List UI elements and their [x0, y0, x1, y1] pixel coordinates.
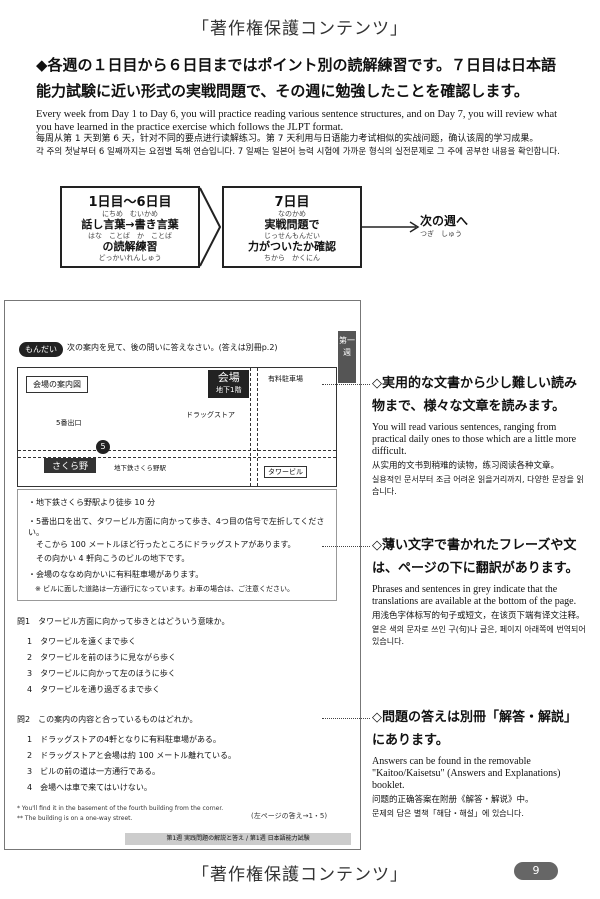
intro-english: Every week from Day 1 to Day 6, you will… [36, 109, 558, 133]
week-side-tab: 第一週 [338, 331, 356, 383]
sample-page-image: 第一週 もんだい 次の案内を見て、後の問いに答えなさい。(答えは別冊p.2) 会… [4, 300, 361, 850]
notice-line: ・会場のななめ向かいに有料駐車場があります。 [28, 570, 204, 579]
flow-box-1-line2-ruby: どっかいれんしゅう [98, 254, 162, 262]
map-cross-road [250, 368, 258, 486]
map-venue-label: 会場 [217, 371, 240, 384]
footnote-line: * You'll find it in the basement of the … [17, 805, 224, 812]
flow-box-2-days-ruby: なのかめ [278, 210, 306, 218]
callout-japanese: ◇実用的な文書から少し難しい読み物まで、様々な文章を読みます。 [372, 376, 577, 414]
callout-japanese: ◇問題の答えは別冊「解答・解説」にあります。 [372, 710, 577, 748]
map-drugstore: ドラッグストア [186, 411, 235, 419]
callout-chinese: 用浅色字体标写的句子或短文，在该页下端有译文注释。 [372, 611, 585, 621]
flow-box-1-line2: の読解練習 [102, 240, 158, 253]
flow-box-2-line2: 力がついたか確認 [248, 240, 336, 253]
callout-leader-line [322, 384, 370, 385]
question-2-option: 1 ドラッグストアの4軒となりに有料駐車場がある。 [27, 735, 221, 744]
footnote-line: ** The building is on a one-way street. [17, 815, 133, 822]
flow-chevron-icon [200, 187, 222, 267]
map-exit-5: 5番出口 [56, 419, 82, 427]
callout-various-texts: ◇実用的な文書から少し難しい読み物まで、様々な文章を読みます。 You will… [372, 372, 587, 498]
callout-leader-line [322, 546, 370, 547]
question-1-option: 4 タワービルを通り過ぎるまで歩く [27, 685, 161, 694]
notice-line: ・地下鉄さくら野駅より徒歩 10 分 [28, 498, 156, 507]
flow-box-2-days: 7日目 [274, 195, 310, 210]
map-title: 会場の案内図 [26, 376, 88, 393]
flow-box-1-line1: 話し言葉→書き言葉 [81, 218, 179, 231]
question-1-option: 1 タワービルを遠くまで歩く [27, 637, 137, 646]
map-parking: 有料駐車場 [268, 375, 303, 383]
question-1-option: 3 タワービルに向かって左のほうに歩く [27, 669, 176, 678]
map-main-road [18, 450, 336, 458]
question-1-option: 2 タワービルを前のほうに見ながら歩く [27, 653, 177, 662]
intro-japanese: ◆各週の１日目から６日目まではポイント別の読解練習です。７日目は日本語能力試験に… [36, 56, 557, 100]
callout-chinese: 从实用的文书到稍难的读物，练习阅读各种文章。 [372, 461, 560, 471]
question-2-stem: 問2 この案内の内容と合っているものはどれか。 [17, 715, 198, 724]
flow-box-2-line1: 実戦問題で [264, 218, 320, 231]
flow-next-week: 次の週へ つぎ しゅう [420, 212, 468, 239]
callout-korean: 문제의 답은 별책「해답・해설」에 있습니다. [372, 809, 524, 818]
question-2-option: 3 ビルの前の道は一方通行である。 [27, 767, 161, 776]
flow-next-label: 次の週へ [420, 214, 469, 228]
flow-box-day-7: 7日目 なのかめ 実戦問題で じっせんもんだい 力がついたか確認 ちから かくに… [222, 186, 362, 268]
callout-answers-booklet: ◇問題の答えは別冊「解答・解説」にあります。 Answers can be fo… [372, 706, 587, 820]
map-venue-floor: 地下1階 [216, 386, 242, 394]
sample-page-footer-bar: 第1週 実践問題の解説と答え / 第1週 日本語能力試験 [125, 833, 351, 845]
flow-box-1-days: 1日目～6日目 [88, 195, 172, 210]
callout-korean: 옅은 색의 문자로 쓰인 구(句)나 글은, 페이지 아래쪽에 번역되어 있습니… [372, 625, 586, 646]
arrow-right-icon [362, 221, 420, 233]
flow-box-1-days-ruby: にちめ むいかめ [102, 210, 158, 218]
map-subway-station: 地下鉄さくら野駅 [114, 464, 166, 472]
venue-map: 会場の案内図 会場 地下1階 有料駐車場 ドラッグストア 5番出口 5 さくら野… [17, 367, 337, 487]
notice-text-box: ・地下鉄さくら野駅より徒歩 10 分 ・5番出口を出て、タワービル方面に向かって… [17, 489, 337, 601]
notice-line: そこから 100 メートルほど行ったところにドラッグストアがあります。 [28, 540, 296, 549]
copyright-watermark-bottom: 「著作権保護コンテンツ」 [192, 865, 408, 885]
notice-line: ・5番出口を出て、タワービル方面に向かって歩き、4つ目の信号で左折してください。 [28, 517, 325, 537]
callout-english: Answers can be found in the removable "K… [372, 756, 561, 791]
flow-box-1-line1-ruby: はな ことば か ことば [88, 232, 172, 240]
map-tower-building: タワービル [264, 466, 307, 478]
question-2-option: 2 ドラッグストアと会場は約 100 メートル離れている。 [27, 751, 237, 760]
copyright-watermark-top: 「著作権保護コンテンツ」 [192, 19, 408, 39]
flow-box-days-1-6: 1日目～6日目 にちめ むいかめ 話し言葉→書き言葉 はな ことば か ことば … [60, 186, 200, 268]
callout-english: Phrases and sentences in grey indicate t… [372, 584, 577, 607]
callout-japanese: ◇薄い文字で書かれたフレーズや文は、ページの下に翻訳があります。 [372, 538, 579, 576]
callout-leader-line [322, 718, 370, 719]
question-2-option: 4 会場へは車で来てはいけない。 [27, 783, 152, 792]
question-1-stem: 問1 タワービル方面に向かって歩きとはどういう意味か。 [17, 617, 230, 626]
notice-line: その向かい 4 軒向こうのビルの地下です。 [28, 554, 190, 563]
map-station: さくら野 [44, 458, 97, 473]
page-answer-ref: (左ページの答え→1・5) [251, 812, 328, 820]
map-exit-marker: 5 [96, 440, 110, 454]
flow-box-2-line1-ruby: じっせんもんだい [264, 232, 320, 240]
page-number: 9 [514, 862, 558, 880]
callout-english: You will read various sentences, ranging… [372, 422, 577, 457]
flow-box-2-line2-ruby: ちから かくにん [264, 254, 320, 262]
intro-korean: 각 주의 첫날부터 6 일째까지는 요점별 독해 연습입니다. 7 일째는 일본… [36, 147, 560, 157]
notice-line: ※ ビルに面した道路は一方通行になっています。お車の場合は、ご注意ください。 [28, 585, 295, 593]
intro-chinese: 每周从第 1 天到第 6 天，针对不同的要点进行读解练习。第 7 天利用与日语能… [36, 134, 539, 144]
mondai-badge: もんだい [19, 342, 63, 357]
mondai-instruction: 次の案内を見て、後の問いに答えなさい。(答えは別冊p.2) [67, 343, 278, 352]
callout-korean: 실용적인 문서부터 조금 어려운 읽을거리까지, 다양한 문장을 읽습니다. [372, 475, 584, 496]
callout-grey-text-translations: ◇薄い文字で書かれたフレーズや文は、ページの下に翻訳があります。 Phrases… [372, 534, 587, 648]
callout-chinese: 问题的正确答案在附册《解答・解说》中。 [372, 795, 534, 805]
map-venue: 会場 地下1階 [208, 370, 250, 398]
flow-next-ruby: つぎ しゅう [420, 230, 462, 238]
